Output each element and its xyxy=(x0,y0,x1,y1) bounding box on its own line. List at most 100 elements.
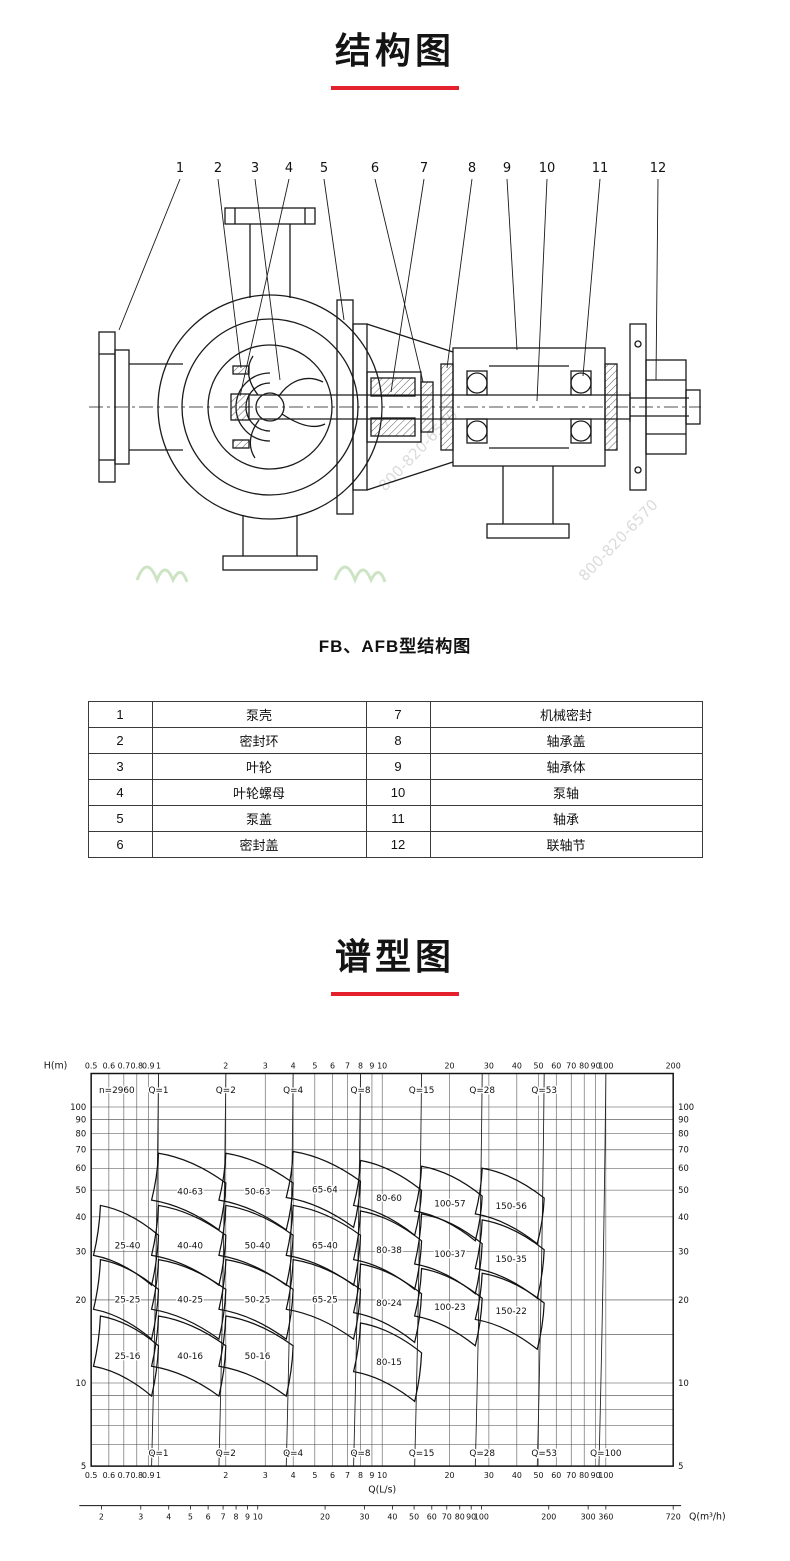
y-tick-right: 20 xyxy=(678,1295,689,1305)
structure-figure: 800-820-6570 800-820-6570 xyxy=(0,152,790,657)
m3h-tick: 20 xyxy=(320,1512,330,1521)
callout-number: 10 xyxy=(539,161,556,176)
x-tick-top: 7 xyxy=(345,1062,350,1071)
x-tick-top: 30 xyxy=(484,1062,494,1071)
pump-region-label: 65-40 xyxy=(312,1241,338,1251)
pump-region-label: 100-23 xyxy=(434,1303,465,1313)
pump-region-label: 100-37 xyxy=(434,1250,465,1260)
y-tick-right: 60 xyxy=(678,1163,689,1173)
x-tick-top: 0.7 xyxy=(118,1062,131,1071)
part-number: 2 xyxy=(87,727,153,754)
pump-region xyxy=(413,1165,483,1242)
part-name: 叶轮 xyxy=(151,753,367,780)
x-tick-top: 3 xyxy=(263,1062,268,1071)
pump-region xyxy=(92,1315,160,1398)
diagram-caption: FB、AFB型结构图 xyxy=(318,637,472,656)
callout-number: 5 xyxy=(320,161,328,176)
x-tick-top: 90 xyxy=(591,1062,601,1071)
y-tick-left: 5 xyxy=(81,1461,86,1471)
pump-region-label: 50-63 xyxy=(245,1188,271,1198)
pump-region xyxy=(150,1258,227,1341)
x-tick-top: 0.9 xyxy=(142,1062,155,1071)
pump-region xyxy=(92,1258,160,1341)
m3h-tick: 2 xyxy=(99,1512,104,1521)
x-tick-bottom: 0.8 xyxy=(131,1471,144,1480)
x-tick-bottom: 1 xyxy=(156,1471,161,1480)
x-tick-bottom: 2 xyxy=(223,1471,228,1480)
part-name: 泵盖 xyxy=(151,805,367,832)
x-axis-label-primary: Q(L/s) xyxy=(368,1485,396,1496)
callout-number: 12 xyxy=(650,161,667,176)
pump-region xyxy=(285,1150,362,1229)
m3h-tick: 6 xyxy=(206,1512,211,1521)
y-axis-label: H(m) xyxy=(44,1061,67,1072)
seal-cover xyxy=(420,381,434,433)
x-tick-top: 1 xyxy=(156,1062,161,1071)
y-tick-right: 30 xyxy=(678,1246,689,1256)
m3h-tick: 80 xyxy=(455,1512,465,1521)
pump-region-label: 80-15 xyxy=(376,1358,402,1368)
x-tick-top: 0.6 xyxy=(103,1062,116,1071)
x-axis-label-secondary: Q(m³/h) xyxy=(689,1511,726,1522)
m3h-tick: 50 xyxy=(409,1512,419,1521)
y-tick-right: 40 xyxy=(678,1212,689,1222)
watermark-phone: 800-820-6570 xyxy=(575,496,662,585)
inlet-flange xyxy=(98,331,183,483)
callout-number: 1 xyxy=(176,161,184,176)
x-tick-bottom: 70 xyxy=(566,1471,576,1480)
pump-structure-diagram: 800-820-6570 800-820-6570 xyxy=(89,161,701,585)
pump-region-label: 25-25 xyxy=(115,1295,141,1305)
m3h-tick: 360 xyxy=(598,1512,613,1521)
flow-boundary-lines xyxy=(151,1073,607,1467)
m3h-tick: 3 xyxy=(138,1512,143,1521)
pump-region xyxy=(92,1204,160,1287)
m3h-tick: 40 xyxy=(387,1512,397,1521)
part-name: 密封环 xyxy=(151,727,367,754)
x-tick-top: 20 xyxy=(444,1062,454,1071)
x-tick-top: 40 xyxy=(512,1062,522,1071)
flow-label-bottom: Q=4 xyxy=(283,1449,303,1459)
x-tick-top: 60 xyxy=(551,1062,561,1071)
x-tick-bottom: 0.7 xyxy=(118,1471,131,1480)
pump-region-label: 150-22 xyxy=(496,1307,527,1317)
pump-region-label: 65-25 xyxy=(312,1295,338,1305)
y-tick-right: 90 xyxy=(678,1115,689,1125)
pump-model-regions xyxy=(92,1150,545,1403)
part-name: 泵壳 xyxy=(151,701,367,728)
bearing-body xyxy=(440,347,618,539)
x-tick-top: 4 xyxy=(291,1062,296,1071)
spectrum-section-title: 谱型图 xyxy=(334,936,455,977)
m3h-tick: 60 xyxy=(427,1512,437,1521)
pump-region-label: 80-60 xyxy=(376,1194,402,1204)
y-tick-left: 60 xyxy=(76,1163,87,1173)
pump-region-label: 40-40 xyxy=(177,1241,203,1251)
x-tick-top: 10 xyxy=(377,1062,387,1071)
bracket xyxy=(366,323,454,491)
y-tick-right: 10 xyxy=(678,1378,689,1388)
pump-region-label: 65-64 xyxy=(312,1185,338,1195)
x-tick-top: 80 xyxy=(579,1062,589,1071)
pump-region-label: 100-57 xyxy=(434,1200,465,1210)
x-tick-bottom: 6 xyxy=(330,1471,335,1480)
y-tick-left: 10 xyxy=(76,1378,87,1388)
pump-region xyxy=(285,1258,362,1341)
pump-region-label: 40-63 xyxy=(177,1188,203,1198)
m3h-tick: 70 xyxy=(442,1512,452,1521)
pump-region xyxy=(413,1267,483,1347)
m3h-tick: 9 xyxy=(245,1512,250,1521)
y-tick-right: 70 xyxy=(678,1145,689,1155)
y-tick-left: 40 xyxy=(76,1212,87,1222)
part-number: 8 xyxy=(365,727,431,754)
part-number: 9 xyxy=(365,753,431,780)
pump-region xyxy=(413,1213,483,1295)
x-tick-top: 9 xyxy=(369,1062,374,1071)
y-tick-right: 80 xyxy=(678,1129,689,1139)
x-tick-bottom: 0.9 xyxy=(142,1471,155,1480)
x-tick-top: 200 xyxy=(666,1062,681,1071)
